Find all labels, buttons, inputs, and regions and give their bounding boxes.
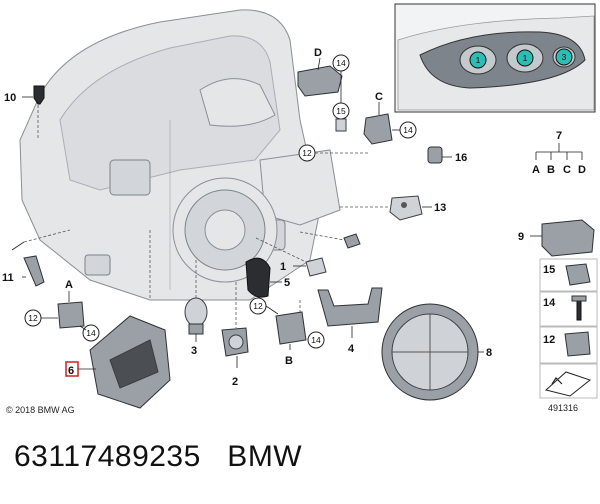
label-7-B: B — [547, 164, 555, 176]
label-10: 10 — [4, 92, 16, 104]
inset-marker-1a-label: 1 — [476, 55, 481, 65]
label-4: 4 — [348, 343, 355, 355]
part-C: C 14 — [363, 91, 417, 145]
diagram-reference-number: 491316 — [548, 403, 579, 413]
label-col-15: 15 — [543, 264, 555, 276]
label-A: A — [65, 279, 73, 291]
inset-marker-1b — [516, 49, 534, 67]
label-11: 11 — [2, 272, 14, 284]
inset-marker-3-label: 3 — [562, 52, 567, 62]
part-7-tree: 7 A B C D — [532, 130, 586, 176]
inset-view: 1 1 3 — [394, 3, 596, 113]
inset-marker-1b-label: 1 — [523, 53, 528, 63]
part-D: D 14 15 — [297, 47, 350, 132]
label-6: 6 — [68, 365, 74, 377]
part-11: 11 — [2, 229, 71, 287]
label-A-12: 12 — [28, 313, 38, 323]
label-C: C — [375, 91, 383, 103]
inset-marker-3 — [555, 48, 573, 66]
label-B-12: 12 — [253, 301, 263, 311]
label-8: 8 — [486, 347, 492, 359]
parts-diagram: 1 1 3 10 D 14 15 C 14 12 — [2, 3, 598, 409]
label-B: B — [285, 355, 293, 367]
part-6: 6 — [65, 315, 171, 409]
part-8: 8 — [381, 303, 492, 401]
part-13: 13 — [340, 195, 446, 221]
label-16: 16 — [455, 152, 467, 164]
part-1: 1 — [255, 231, 361, 277]
part-2: 2 — [221, 327, 249, 388]
headlight-housing-ghost — [19, 9, 341, 301]
inset-marker-1a — [469, 51, 487, 69]
label-7: 7 — [556, 130, 562, 142]
part-3: 3 — [184, 297, 208, 357]
part-16: 16 — [427, 146, 467, 164]
label-2: 2 — [232, 376, 238, 388]
label-D-15: 15 — [336, 106, 346, 116]
label-C-14: 14 — [403, 125, 413, 135]
part-10: 10 — [4, 85, 45, 140]
label-col-12: 12 — [543, 334, 555, 346]
leader-lines — [149, 230, 301, 328]
label-7-D: D — [578, 164, 586, 176]
label-A-14: 14 — [86, 328, 96, 338]
label-7-A: A — [532, 164, 540, 176]
label-7-C: C — [563, 164, 571, 176]
label-13: 13 — [434, 202, 446, 214]
label-5: 5 — [284, 277, 290, 289]
part-B: 12 14 B — [249, 297, 325, 367]
part-4: 4 — [317, 287, 383, 355]
label-9: 9 — [518, 231, 524, 243]
label-1: 1 — [280, 261, 286, 273]
label-3: 3 — [191, 345, 197, 357]
copyright-notice: © 2018 BMW AG — [6, 405, 75, 415]
small-parts-column: 15 14 12 — [539, 258, 598, 399]
label-B-14: 14 — [311, 335, 321, 345]
part-5: 5 — [245, 257, 290, 298]
label-D: D — [314, 47, 322, 59]
part-9: 9 — [518, 219, 595, 257]
label-12-top: 12 — [302, 148, 312, 158]
callout-12-top: 12 — [298, 144, 370, 162]
part-number-caption: 63117489235 BMW — [14, 440, 303, 473]
label-D-14: 14 — [336, 58, 346, 68]
label-col-14: 14 — [543, 297, 556, 309]
part-A: A 12 14 — [24, 279, 100, 342]
